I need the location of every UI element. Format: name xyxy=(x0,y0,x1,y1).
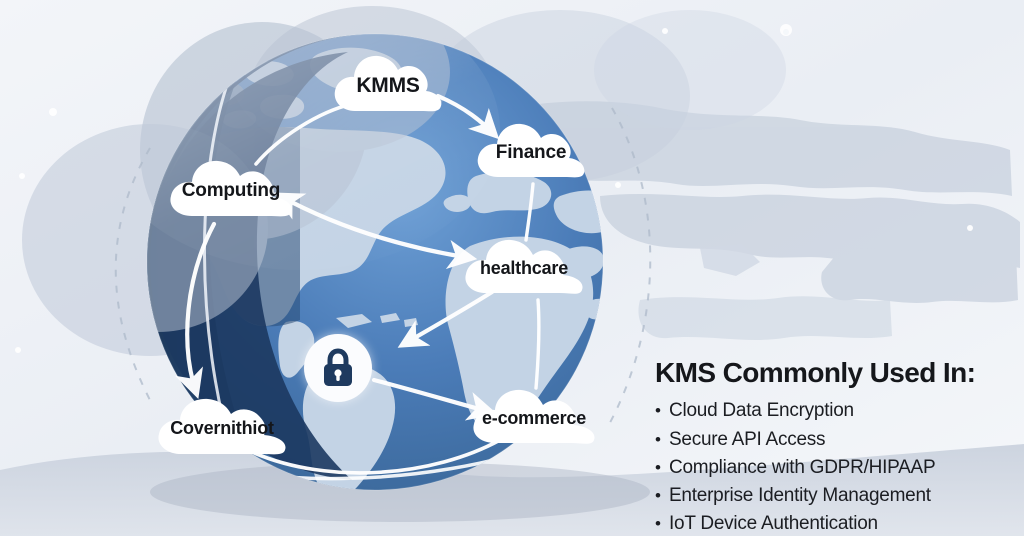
cloud-icon xyxy=(334,55,442,112)
node-label-healthcare: healthcare xyxy=(479,258,569,278)
kms-usage-list: • Cloud Data Encryption • Secure API Acc… xyxy=(655,397,975,536)
bullet-icon: • xyxy=(655,513,661,533)
cloud-icon xyxy=(473,389,595,444)
node-label-finance: Finance xyxy=(495,141,567,163)
padlock-icon xyxy=(324,348,352,386)
kms-usage-panel: KMS Commonly Used In: • Cloud Data Encry… xyxy=(655,357,976,536)
list-item-label: Compliance with GDPR/HIPAAP xyxy=(669,456,936,478)
ground-surface xyxy=(0,444,1024,536)
list-item: • Secure API Access xyxy=(655,426,975,454)
link-kmms-computing xyxy=(254,102,354,166)
node-finance[interactable]: Finance xyxy=(476,121,586,183)
link-finance-healthcare xyxy=(524,182,535,242)
list-item: • Compliance with GDPR/HIPAAP xyxy=(655,454,975,482)
cloud-icon xyxy=(170,160,292,217)
orbit-dashed-arcs xyxy=(114,107,652,431)
cloud-icon xyxy=(477,123,585,178)
bullet-icon: • xyxy=(655,485,661,505)
panel-title: KMS Commonly Used In: xyxy=(655,357,976,388)
node-healthcare[interactable]: healthcare xyxy=(463,237,585,299)
arrow-healthcare-lock xyxy=(397,289,495,348)
arrow-computing-government xyxy=(175,221,217,399)
arrow-kmms-finance xyxy=(435,93,500,140)
security-lock-badge[interactable] xyxy=(304,334,372,402)
link-healthcare-ecommerce xyxy=(534,298,541,390)
node-computing[interactable]: Computing xyxy=(168,158,294,222)
node-government[interactable]: Covernithiot xyxy=(156,396,288,460)
arrow-lock-ecommerce xyxy=(371,377,498,421)
cloud-icon xyxy=(465,239,583,294)
bullet-icon: • xyxy=(655,401,661,421)
background-world-map xyxy=(470,101,1020,340)
node-ecommerce[interactable]: e-commerce xyxy=(471,387,597,449)
list-item: • Cloud Data Encryption xyxy=(655,397,975,425)
list-item: • Enterprise Identity Management xyxy=(655,482,975,510)
node-label-computing: Computing xyxy=(181,179,281,201)
arrow-computing-healthcare xyxy=(273,192,478,270)
cloud-icon xyxy=(158,398,286,455)
node-label-government: Covernithiot xyxy=(170,418,274,438)
node-label-kmms: KMMS xyxy=(356,73,420,97)
node-label-ecommerce: e-commerce xyxy=(481,408,587,428)
node-kmms[interactable]: KMMS xyxy=(333,53,443,117)
list-item-label: Cloud Data Encryption xyxy=(669,400,854,422)
link-government-ecommerce xyxy=(250,438,502,475)
list-item-label: IoT Device Authentication xyxy=(669,512,878,534)
list-item-label: Enterprise Identity Management xyxy=(669,484,931,506)
bullet-icon: • xyxy=(655,457,661,477)
sparkle-dots xyxy=(15,24,973,353)
list-item-label: Secure API Access xyxy=(669,428,826,450)
bullet-icon: • xyxy=(655,429,661,449)
list-item: • IoT Device Authentication xyxy=(655,510,975,536)
